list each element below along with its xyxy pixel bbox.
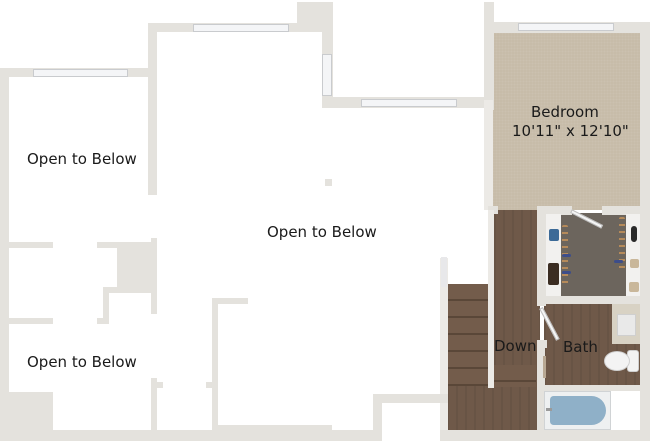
- wall: [103, 287, 109, 323]
- window: [518, 23, 614, 31]
- wall: [484, 100, 493, 210]
- wall: [640, 22, 650, 441]
- bedroom-floor: [492, 32, 640, 210]
- room-label-open-left-top: Open to Below: [27, 150, 137, 168]
- wall: [541, 296, 642, 304]
- wall: [0, 242, 53, 248]
- faucet-icon: [546, 408, 552, 411]
- basket-icon: [629, 282, 639, 292]
- window: [33, 69, 128, 77]
- wall: [488, 210, 494, 388]
- room-dimensions-bedroom: 10'11" x 12'10": [512, 122, 629, 140]
- window: [361, 99, 457, 107]
- suitcase-icon: [548, 263, 559, 285]
- staircase: [448, 284, 488, 386]
- bag-icon: [631, 226, 637, 242]
- wall: [537, 206, 546, 306]
- hanging-clothes-icon: [619, 217, 625, 272]
- wall: [0, 430, 382, 441]
- wall: [484, 2, 494, 110]
- wall: [148, 23, 157, 195]
- wall: [151, 238, 157, 314]
- door-jamb: [537, 340, 547, 348]
- wall: [440, 430, 650, 441]
- stair-bottom-steps: [494, 365, 536, 387]
- wall: [155, 382, 163, 388]
- wall: [206, 382, 214, 388]
- storage-box-icon: [549, 229, 559, 241]
- sink-icon: [617, 314, 636, 336]
- wall: [212, 298, 248, 304]
- room-label-open-left-bottom: Open to Below: [27, 353, 137, 371]
- wall: [537, 206, 572, 215]
- stairs-label-down: Down: [494, 337, 537, 355]
- wall: [97, 318, 109, 324]
- wall: [0, 318, 53, 324]
- toilet-icon: [604, 351, 630, 371]
- wall: [373, 394, 382, 441]
- wall: [117, 242, 152, 290]
- wall: [537, 340, 545, 434]
- wall: [151, 378, 157, 434]
- window: [322, 54, 332, 96]
- wall: [212, 298, 218, 433]
- room-label-bedroom: Bedroom: [531, 103, 599, 121]
- wall: [440, 258, 448, 441]
- shoes-icon: [562, 254, 571, 257]
- tub-water: [550, 396, 606, 425]
- basket-icon: [630, 259, 639, 268]
- shoes-icon: [562, 271, 571, 274]
- wall: [602, 206, 642, 215]
- wall: [0, 392, 53, 434]
- wall: [542, 385, 640, 391]
- wall: [216, 425, 332, 433]
- column: [441, 257, 447, 287]
- room-label-bath: Bath: [563, 338, 598, 356]
- wall: [103, 287, 153, 293]
- wall: [373, 394, 448, 403]
- landing-floor: [447, 385, 542, 430]
- room-label-open-center: Open to Below: [267, 223, 377, 241]
- window: [193, 24, 289, 32]
- shoes-icon: [614, 260, 623, 263]
- wall: [0, 68, 9, 441]
- closet-floor: [561, 213, 626, 296]
- towel-bar-icon: [543, 356, 546, 378]
- column: [325, 179, 332, 186]
